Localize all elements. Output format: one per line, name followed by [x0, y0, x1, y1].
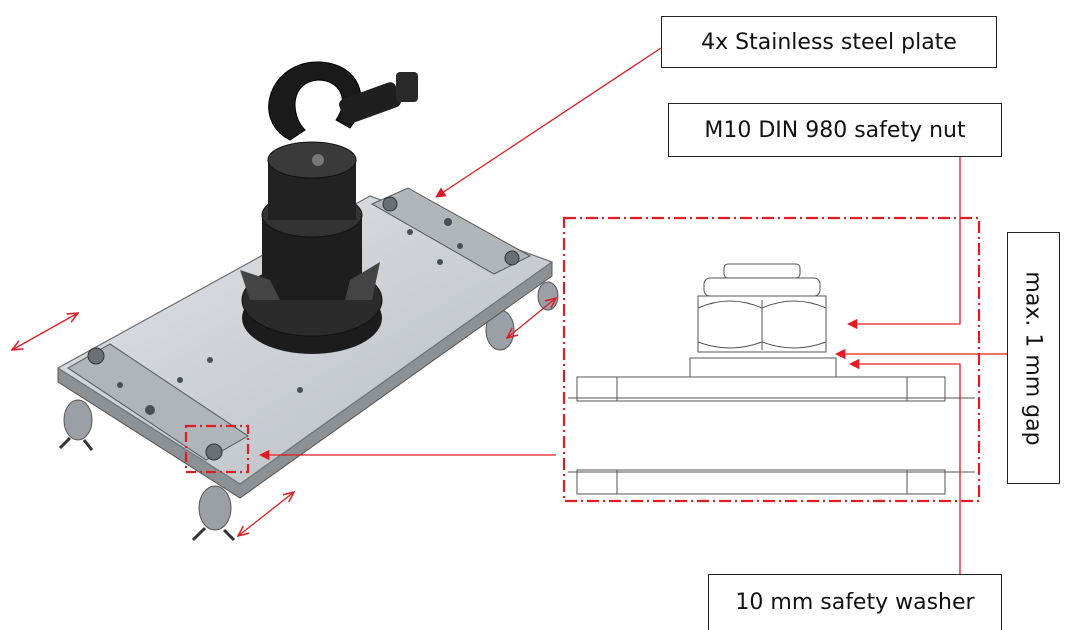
detail-view	[562, 216, 981, 503]
gap-label: max. 1 mm gap	[1007, 232, 1060, 484]
stainless-plate-label: 4x Stainless steel plate	[661, 16, 997, 68]
corner-nuts	[87, 196, 520, 461]
safety-nut-label: M10 DIN 980 safety nut	[668, 103, 1002, 157]
safety-washer-label: 10 mm safety washer	[708, 574, 1002, 630]
leader-lines	[258, 47, 1007, 574]
safety-nut-text: M10 DIN 980 safety nut	[704, 117, 966, 143]
safety-nut-shape	[697, 263, 827, 353]
mounting-plate-assembly	[56, 61, 559, 542]
detail-drawing	[568, 263, 975, 495]
safety-washer-shape	[689, 357, 837, 378]
gap-text: max. 1 mm gap	[1021, 270, 1046, 446]
safety-washer-text: 10 mm safety washer	[735, 590, 975, 615]
nut-highlight-box	[184, 424, 250, 474]
adjustment-arrows	[12, 298, 556, 536]
plate-holes	[117, 218, 463, 415]
detail-frame	[562, 216, 981, 503]
stainless-plate-text: 4x Stainless steel plate	[701, 29, 957, 55]
stainless-steel-plates	[67, 187, 532, 461]
clamp-rotator-mount	[240, 61, 418, 354]
